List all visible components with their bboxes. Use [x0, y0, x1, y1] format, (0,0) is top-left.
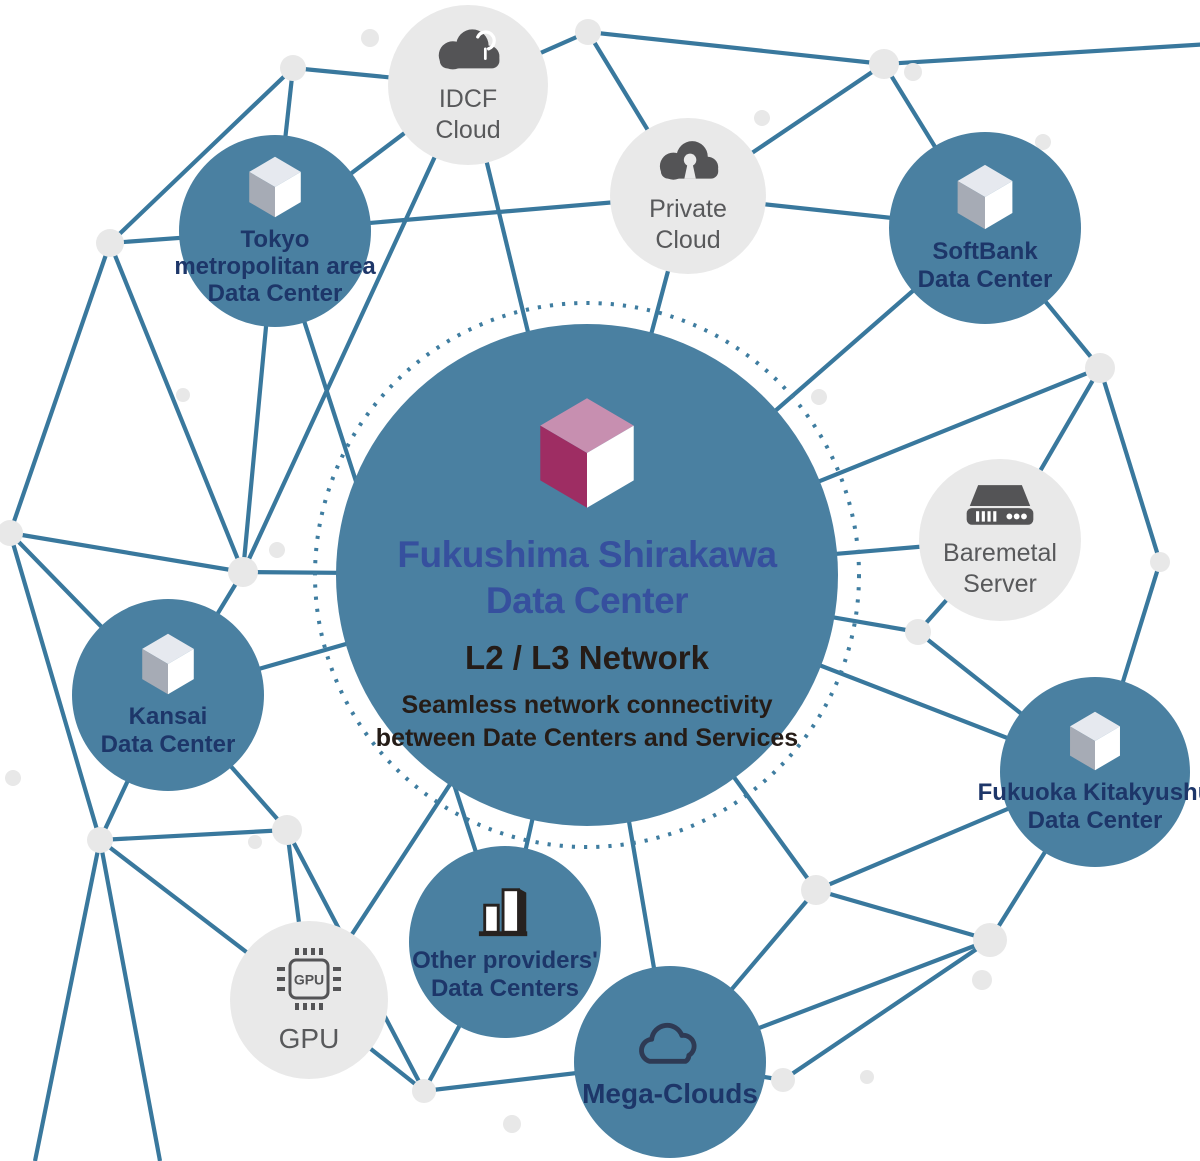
pink-cube-icon — [540, 398, 634, 509]
node-gpu: GPU GPU — [230, 921, 388, 1079]
node-label: Tokyo metropolitan area Data Center — [174, 225, 376, 308]
node-private-cloud: Private Cloud — [610, 118, 766, 274]
node-softbank-data-center: SoftBank Data Center — [889, 132, 1081, 324]
gpu-chip-text: GPU — [294, 972, 324, 988]
node-label: IDCF Cloud — [435, 85, 501, 144]
node-mega-clouds: Mega-Clouds — [574, 966, 766, 1158]
white-cube-icon — [249, 156, 301, 218]
node-label: SoftBank Data Center — [917, 238, 1053, 293]
cloud-keyhole-icon — [659, 141, 719, 180]
server-icon — [966, 485, 1034, 525]
hub-network-label: L2 / L3 Network — [465, 638, 709, 676]
node-fukuoka-kitakyushu-data-center: Fukuoka Kitakyushu Data Center — [978, 677, 1200, 867]
cloud-swirl-icon — [438, 29, 500, 70]
node-other-providers-data-centers: Other providers' Data Centers — [409, 846, 601, 1038]
node-label: Private Cloud — [649, 195, 727, 254]
gpu-chip-icon: GPU — [277, 948, 341, 1011]
node-baremetal-server: Baremetal Server — [919, 459, 1081, 621]
hub-subtitle: Seamless network connectivity between Da… — [375, 690, 799, 752]
dotted-ring — [313, 301, 861, 849]
node-label: GPU — [278, 1023, 340, 1055]
node-fukushima-shirakawa-hub: Fukushima Shirakawa Data Center L2 / L3 … — [336, 324, 838, 826]
node-idcf-cloud: IDCF Cloud — [388, 5, 548, 165]
cloud-outline-icon — [639, 1022, 697, 1064]
node-label: Other providers' Data Centers — [412, 947, 598, 1002]
node-label: Fukuoka Kitakyushu Data Center — [977, 779, 1200, 834]
node-kansai-data-center: Kansai Data Center — [72, 599, 264, 791]
white-cube-icon — [957, 165, 1013, 230]
white-cube-icon — [1070, 712, 1120, 771]
node-tokyo-metropolitan-data-center: Tokyo metropolitan area Data Center — [174, 135, 376, 327]
buildings-icon — [478, 888, 528, 937]
node-label: Mega-Clouds — [582, 1077, 758, 1109]
hub-title: Fukushima Shirakawa Data Center — [397, 534, 777, 621]
decorative-dots — [5, 29, 1051, 1133]
white-cube-icon — [142, 634, 194, 695]
vertex-dots — [0, 19, 1170, 1103]
node-label: Baremetal Server — [943, 539, 1057, 598]
node-label: Kansai Data Center — [100, 703, 236, 758]
